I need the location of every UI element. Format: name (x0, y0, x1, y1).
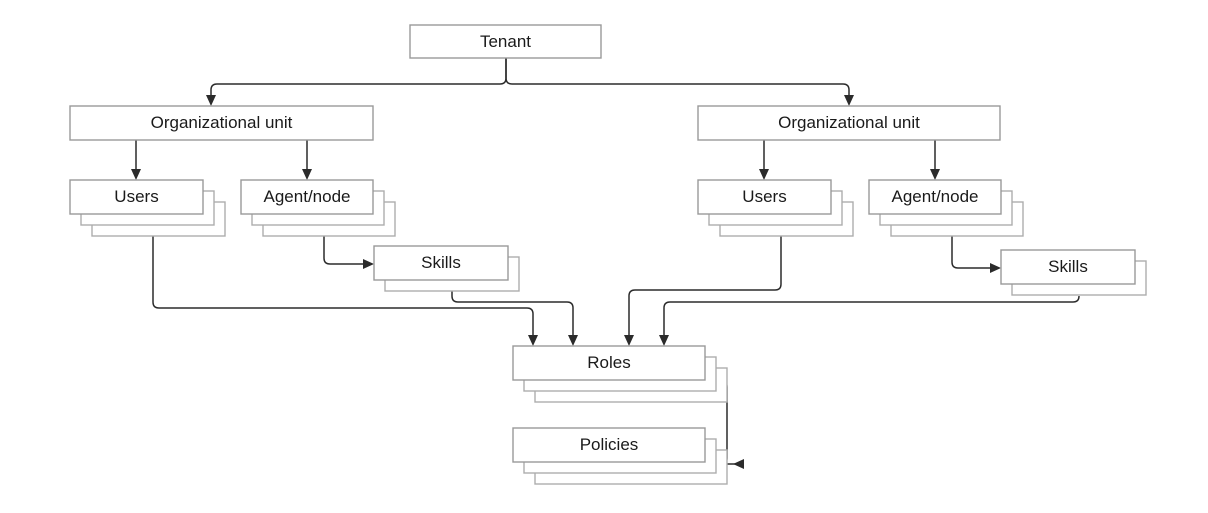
edge-skills-left-to-roles (451, 291, 574, 339)
edge-agent-node-right-to-skills-right (951, 236, 994, 269)
node-tenant-label: Tenant (480, 32, 531, 51)
node-org-unit-left-label: Organizational unit (151, 113, 293, 132)
node-users-left-label: Users (114, 187, 158, 206)
node-users-right-box (697, 179, 832, 215)
node-skills-left-label: Skills (421, 253, 461, 272)
arrow-head-skills-left (363, 259, 374, 269)
node-org-unit-right[interactable]: Organizational unit (697, 105, 1001, 141)
node-agent-node-left-label: Agent/node (264, 187, 351, 206)
node-org-unit-right-label: Organizational unit (778, 113, 920, 132)
arrow-head-users-right (759, 169, 769, 180)
node-policies-label: Policies (580, 435, 639, 454)
node-skills-left[interactable]: Skills (373, 245, 520, 292)
node-skills-right-label: Skills (1048, 257, 1088, 276)
arrow-head-roles-from-users-right (624, 335, 634, 346)
node-agent-node-right-box (868, 179, 1002, 215)
arrow-head-agent-node-left (302, 169, 312, 180)
node-policies-box (512, 427, 706, 463)
node-tenant-box (409, 24, 602, 59)
arrow-head-agent-node-right (930, 169, 940, 180)
node-org-unit-left-box (69, 105, 374, 141)
edge-skills-right-to-roles (663, 295, 1080, 339)
node-skills-right[interactable]: Skills (1000, 249, 1147, 296)
arrow-head-roles-from-skills-left (568, 335, 578, 346)
node-policies[interactable]: Policies (512, 427, 728, 485)
node-users-left-box (69, 179, 204, 215)
edge-tenant-to-org-unit-right (505, 58, 850, 99)
node-skills-right-box (1000, 249, 1136, 285)
arrow-head-org-unit-right (844, 95, 854, 106)
node-agent-node-left[interactable]: Agent/node (240, 179, 396, 237)
node-agent-node-right-label: Agent/node (892, 187, 979, 206)
arrow-head-org-unit-left (206, 95, 216, 106)
node-org-unit-right-box (697, 105, 1001, 141)
node-org-unit-left[interactable]: Organizational unit (69, 105, 374, 141)
connector-layer (131, 58, 1080, 469)
node-tenant[interactable]: Tenant (409, 24, 602, 59)
edge-users-right-to-roles (628, 236, 782, 339)
node-skills-left-box (373, 245, 509, 281)
node-roles-box (512, 345, 706, 381)
node-agent-node-left-box (240, 179, 374, 215)
node-users-right[interactable]: Users (697, 179, 854, 237)
node-users-left[interactable]: Users (69, 179, 226, 237)
node-users-right-label: Users (742, 187, 786, 206)
arrow-head-skills-right (990, 263, 1001, 273)
node-roles-label: Roles (587, 353, 630, 372)
edge-agent-node-left-to-skills-left (323, 236, 367, 265)
edge-tenant-to-org-unit-left (210, 58, 507, 99)
arrow-head-roles-from-skills-right (659, 335, 669, 346)
edge-users-left-to-roles (152, 236, 534, 339)
node-roles[interactable]: Roles (512, 345, 728, 403)
arrow-head-policies (733, 459, 744, 469)
arrow-head-users-left (131, 169, 141, 180)
arrow-head-roles-from-users-left (528, 335, 538, 346)
node-agent-node-right[interactable]: Agent/node (868, 179, 1024, 237)
